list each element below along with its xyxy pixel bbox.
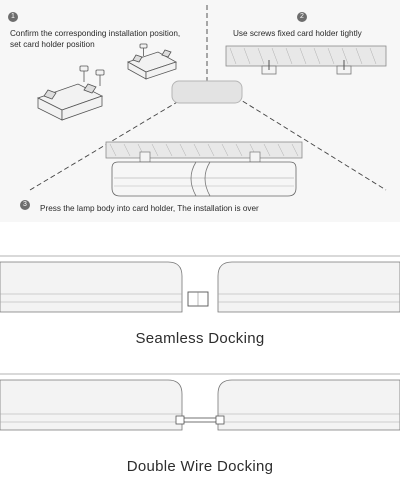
seamless-docking-caption: Seamless Docking (135, 330, 265, 347)
installation-diagram (29, 5, 387, 197)
card-holder-center (171, 80, 243, 104)
double-wire-docking-illustration (0, 373, 400, 431)
step2-badge: 2 (297, 12, 307, 22)
step1-text-line2: set card holder position (10, 40, 95, 49)
step1-clips-illustration (36, 43, 177, 121)
docking-diagram (0, 255, 400, 431)
step2-text: Use screws fixed card holder tightly (233, 29, 362, 38)
docking-panel: Seamless Docking Double Wire Docking (0, 232, 400, 500)
step1-badge: 1 (8, 12, 18, 22)
seamless-docking-illustration (0, 255, 400, 313)
double-wire-docking-caption: Double Wire Docking (126, 458, 274, 475)
step1-text-line1: Confirm the corresponding installation p… (10, 29, 181, 38)
step3-text: Press the lamp body into card holder, Th… (40, 204, 259, 213)
step2-ceiling-illustration (225, 45, 387, 75)
step3-lamp-illustration (105, 141, 303, 197)
divider-right (235, 96, 387, 191)
installation-steps-panel: 1 Confirm the corresponding installation… (0, 0, 400, 222)
step3-badge: 3 (20, 200, 30, 210)
